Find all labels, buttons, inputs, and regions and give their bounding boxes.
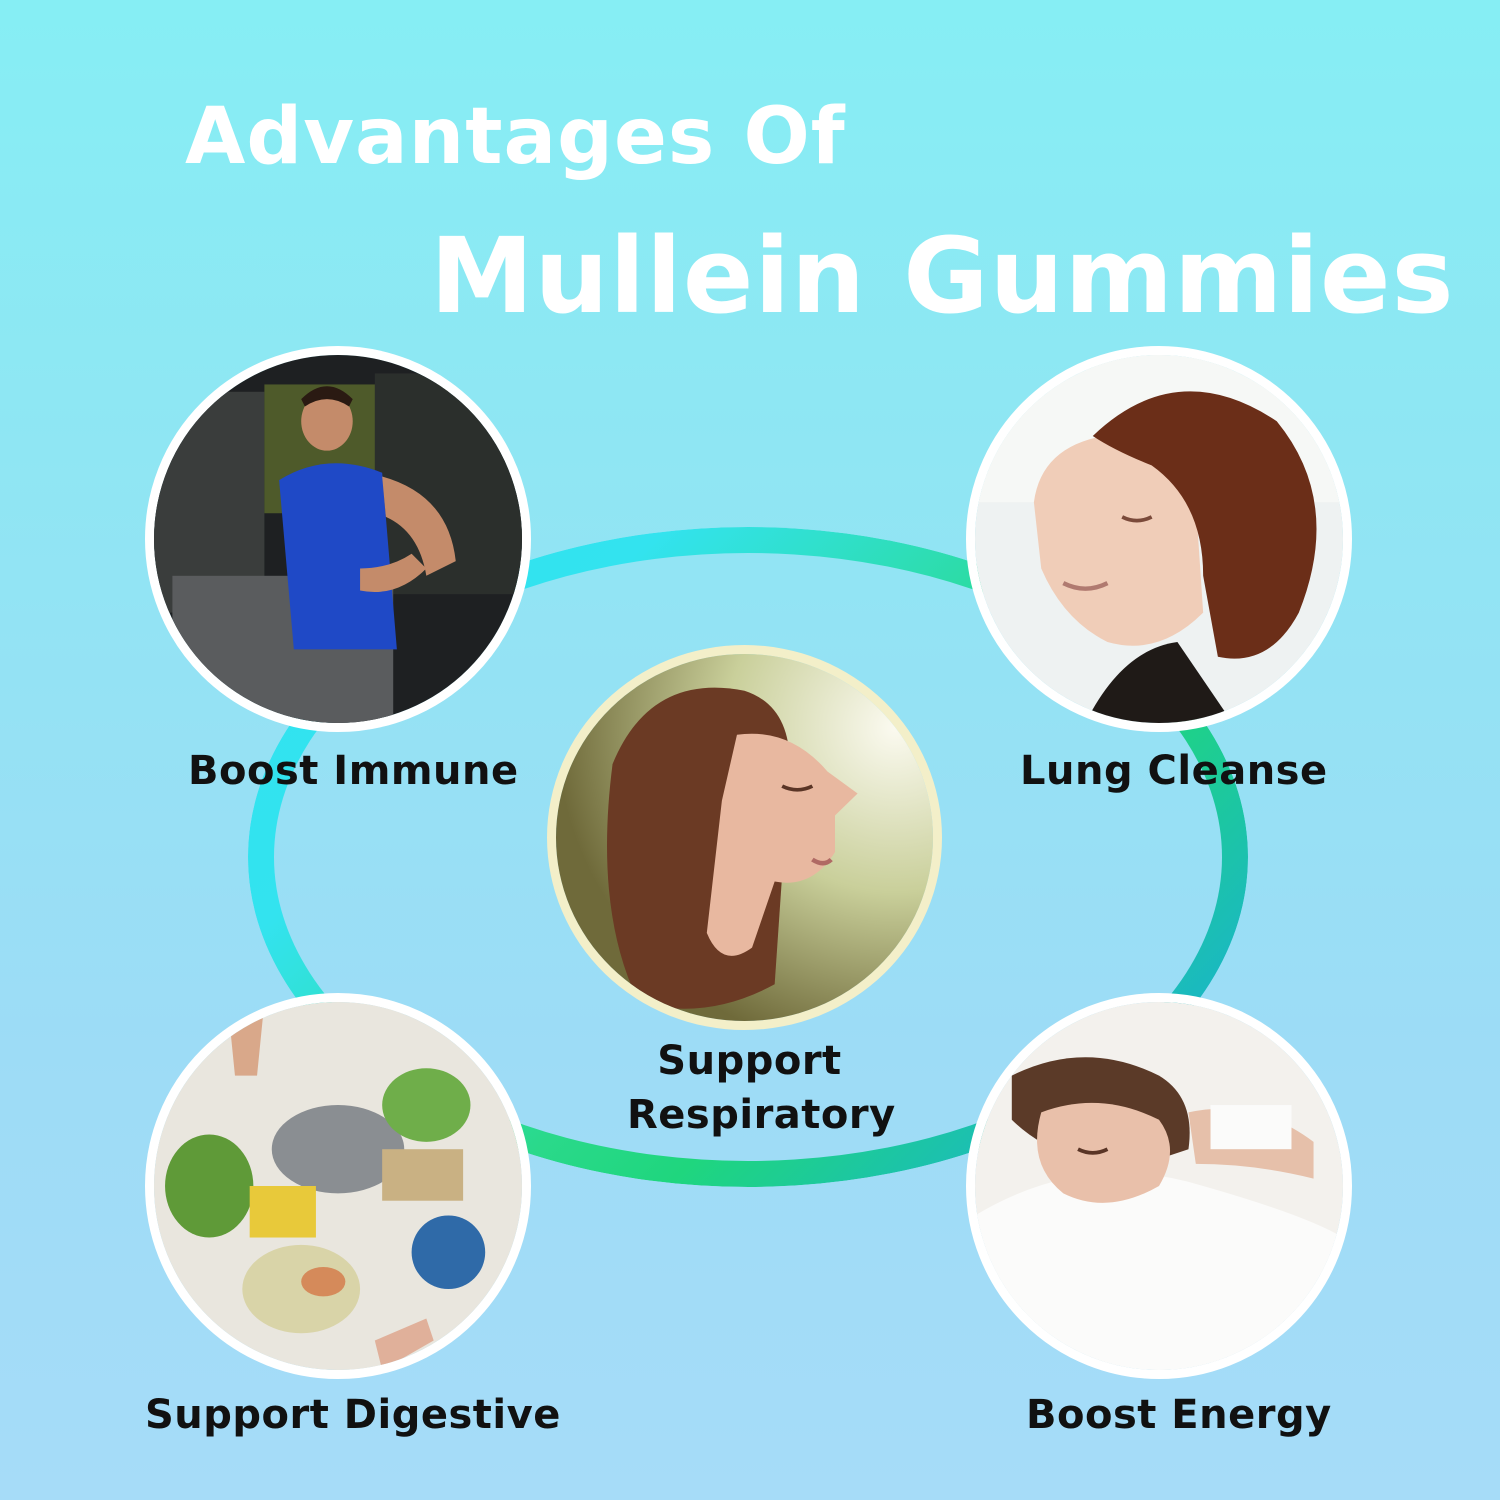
title-line-1: Advantages Of xyxy=(185,92,846,182)
benefit-label-support-respiratory-line-2: Respiratory xyxy=(627,1092,896,1138)
benefit-label-boost-energy: Boost Energy xyxy=(1026,1392,1332,1438)
woman-breathing-sunlight-photo xyxy=(547,645,942,1030)
man-running-treadmill-photo xyxy=(145,346,531,732)
benefit-label-support-respiratory-line-1: Support xyxy=(657,1038,842,1084)
title-line-2: Mullein Gummies xyxy=(430,215,1455,337)
benefit-label-support-digestive: Support Digestive xyxy=(145,1392,561,1438)
benefit-label-lung-cleanse: Lung Cleanse xyxy=(1020,748,1328,794)
table-with-food-photo xyxy=(145,993,531,1379)
man-breathing-fresh-air-photo xyxy=(966,346,1352,732)
benefit-label-boost-immune: Boost Immune xyxy=(188,748,519,794)
benefit-label-support-respiratory: Support Respiratory xyxy=(627,1034,896,1142)
woman-sleeping-photo xyxy=(966,993,1352,1379)
